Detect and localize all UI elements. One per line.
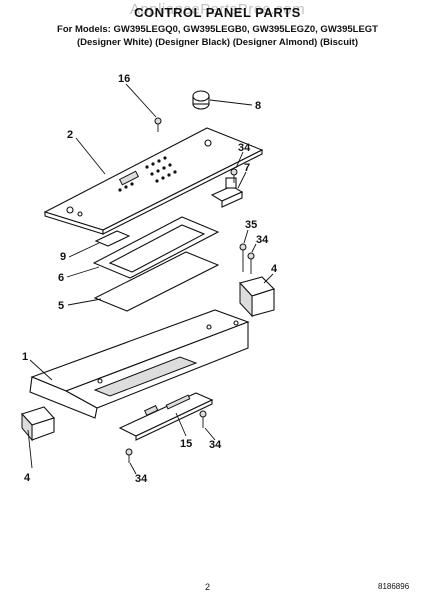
part-15-control-board[interactable]	[118, 392, 214, 441]
callout-35: 35	[245, 219, 257, 231]
reference-number: 8186896	[378, 582, 410, 591]
part-34-screw-b[interactable]	[247, 252, 255, 274]
callout-34a: 34	[238, 142, 251, 154]
callout-34b: 34	[256, 234, 269, 246]
part-5-pad[interactable]	[93, 251, 220, 312]
part-34-screw-c[interactable]	[199, 410, 207, 428]
part-9-lens[interactable]	[94, 230, 131, 247]
page-number: 2	[205, 582, 211, 592]
callout-34d: 34	[135, 473, 148, 485]
leader-4b	[27, 429, 33, 469]
leader-4a	[263, 273, 274, 284]
color-list: (Designer White) (Designer Black) (Desig…	[77, 37, 358, 48]
part-34-screw-a[interactable]	[230, 168, 238, 183]
part-35-screw[interactable]	[239, 243, 247, 272]
part-34-screw-d[interactable]	[125, 448, 133, 463]
leader-16	[125, 83, 157, 118]
part-1-housing[interactable]	[29, 309, 250, 419]
leader-34a	[235, 151, 244, 169]
leader-2	[75, 137, 106, 175]
callout-9: 9	[60, 251, 66, 263]
callout-2: 2	[67, 129, 73, 141]
leader-35	[243, 229, 249, 244]
leader-6	[66, 266, 100, 278]
leader-15	[175, 412, 187, 437]
leader-1	[29, 359, 53, 381]
leader-7	[237, 171, 247, 189]
part-7-bracket[interactable]	[210, 177, 244, 208]
callout-4b: 4	[24, 472, 31, 484]
leader-34c	[204, 427, 216, 441]
leader-34d	[129, 462, 137, 475]
page-title: CONTROL PANEL PARTS	[134, 5, 301, 20]
callout-1: 1	[22, 351, 28, 363]
model-list: For Models: GW395LEGQ0, GW395LEGB0, GW39…	[57, 24, 378, 35]
leader-34b	[251, 243, 257, 253]
callout-4a: 4	[271, 263, 278, 275]
leader-8	[209, 99, 253, 106]
callout-7: 7	[244, 162, 250, 174]
leader-5	[67, 298, 102, 306]
part-16-screw[interactable]	[154, 117, 162, 132]
callout-34c: 34	[209, 439, 222, 451]
callout-16: 16	[118, 73, 130, 85]
callout-5: 5	[58, 300, 64, 312]
watermark: AppliancePartsPros.com	[129, 1, 306, 18]
part-8-knob[interactable]	[192, 90, 210, 110]
leader-9	[68, 242, 100, 258]
part-4-end-cap-right[interactable]	[238, 276, 276, 318]
part-6-frame[interactable]	[92, 216, 220, 279]
callout-8: 8	[255, 100, 261, 112]
callout-6: 6	[58, 272, 64, 284]
part-2-control-panel[interactable]	[43, 127, 264, 235]
part-4-end-cap-left[interactable]	[21, 406, 55, 442]
callout-15: 15	[180, 438, 192, 450]
